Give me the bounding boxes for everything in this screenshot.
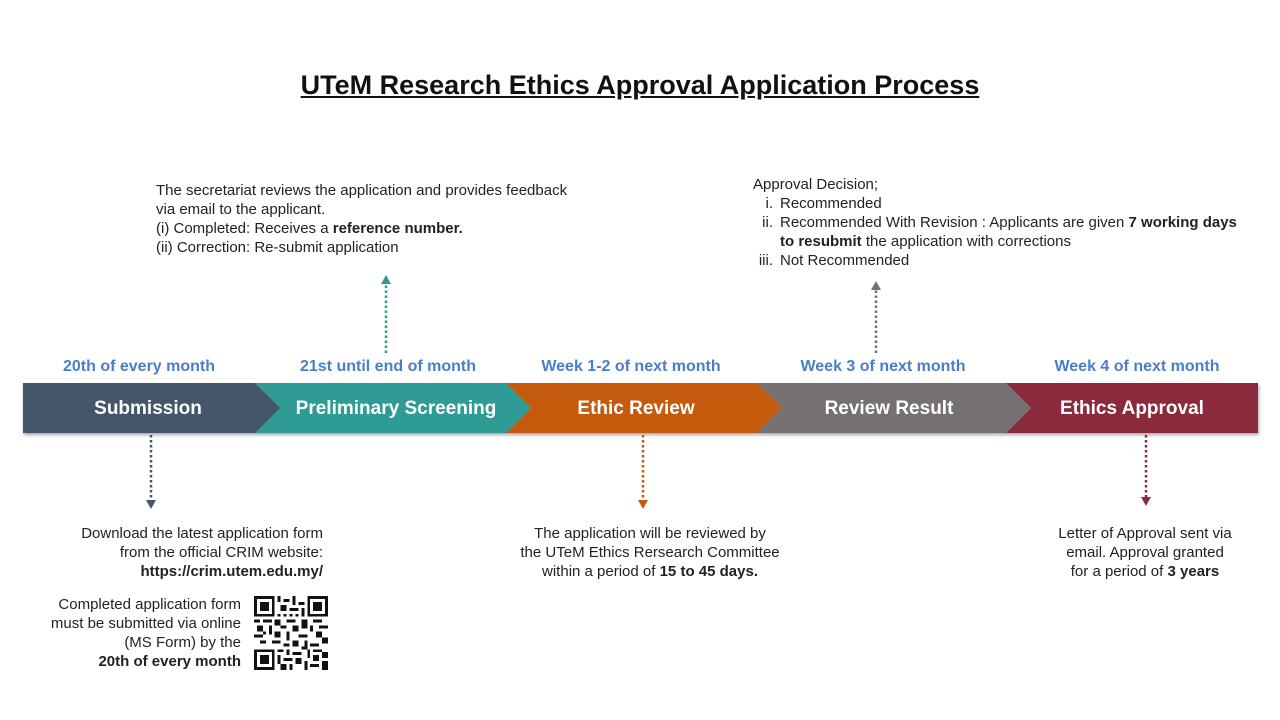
connector-submission: [146, 435, 156, 509]
result-note: Approval Decision; i.Recommended ii.Reco…: [753, 175, 1253, 270]
submission-note-line: from the official CRIM website:: [119, 544, 323, 561]
approval-note-line: Letter of Approval sent via: [1058, 525, 1232, 542]
stage-result: Review Result: [824, 398, 954, 419]
submission-note-line: Download the latest application form: [81, 525, 323, 542]
ms-form-deadline: 20th of every month: [98, 653, 241, 670]
period-review: Week 1-2 of next month: [541, 358, 721, 375]
approval-note-line: for a period of 3 years: [1070, 563, 1220, 580]
stage-submission: Submission: [94, 398, 202, 419]
review-note: The application will be reviewed by the …: [480, 524, 820, 581]
connector-result: [871, 281, 881, 353]
reference-number-text: reference number.: [332, 220, 463, 237]
stage-shape-submission: [23, 383, 280, 433]
period-submission: 20th of every month: [62, 358, 216, 375]
review-note-line: the UTeM Ethics Rersearch Committee: [520, 544, 780, 561]
decision-item: ii.Recommended With Revision : Applicant…: [762, 214, 1237, 250]
period-result: Week 3 of next month: [800, 358, 966, 375]
stage-shape-review: [506, 383, 782, 433]
review-note-line: The application will be reviewed by: [534, 525, 766, 542]
crim-website-link[interactable]: https://crim.utem.edu.my/: [140, 563, 323, 580]
review-note-line: within a period of 15 to 45 days.: [542, 563, 758, 580]
period-screening: 21st until end of month: [300, 358, 476, 375]
approval-note: Letter of Approval sent via email. Appro…: [1020, 524, 1270, 581]
stage-review: Ethic Review: [577, 398, 695, 419]
result-note-heading: Approval Decision;: [753, 176, 879, 193]
ms-form-note: Completed application form must be submi…: [3, 595, 241, 671]
decision-item: i.Recommended: [765, 195, 882, 212]
stage-screening: Preliminary Screening: [295, 398, 497, 419]
qr-code-image[interactable]: [253, 596, 329, 670]
ms-form-note-line: must be submitted via online: [50, 615, 241, 632]
ms-form-note-line: (MS Form) by the: [124, 634, 241, 651]
approval-note-line: email. Approval granted: [1066, 544, 1224, 561]
stage-shape-screening: [255, 383, 531, 433]
screening-note-line: (i) Completed: Receives a reference numb…: [156, 220, 463, 237]
connector-screening: [381, 275, 391, 353]
screening-note: The secretariat reviews the application …: [156, 181, 676, 257]
page-title: UTeM Research Ethics Approval Applicatio…: [300, 70, 980, 100]
screening-note-line: The secretariat reviews the application …: [156, 182, 568, 199]
decision-item: iii.Not Recommended: [758, 252, 910, 269]
screening-note-line: (ii) Correction: Re-submit application: [156, 239, 399, 256]
screening-note-line: via email to the applicant.: [156, 201, 326, 218]
connector-review: [638, 435, 648, 509]
submission-note: Download the latest application form fro…: [13, 524, 323, 581]
stage-approval: Ethics Approval: [1060, 398, 1204, 419]
decision-list: i.Recommended ii.Recommended With Revisi…: [753, 194, 1253, 270]
stage-shape-result: [757, 383, 1031, 433]
ms-form-note-line: Completed application form: [58, 596, 241, 613]
stage-shape-approval: [1006, 383, 1258, 433]
connector-approval: [1141, 435, 1151, 506]
period-approval: Week 4 of next month: [1054, 358, 1220, 375]
